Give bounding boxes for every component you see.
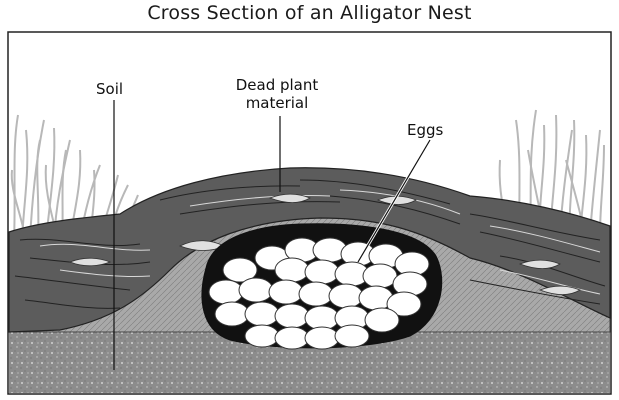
egg bbox=[304, 305, 340, 331]
egg bbox=[244, 301, 280, 327]
egg bbox=[304, 326, 340, 350]
egg bbox=[268, 279, 304, 305]
leaf-shapes bbox=[68, 193, 581, 295]
egg bbox=[386, 291, 422, 317]
label-soil: Soil bbox=[96, 80, 124, 98]
egg bbox=[304, 259, 340, 285]
egg bbox=[274, 303, 310, 329]
egg bbox=[298, 281, 334, 307]
label-dead-plant-line2: material bbox=[245, 94, 309, 112]
egg bbox=[328, 283, 364, 309]
egg bbox=[364, 307, 400, 333]
egg bbox=[222, 257, 258, 283]
label-eggs: Eggs bbox=[407, 121, 444, 139]
label-dead-plant-material: Dead plant material bbox=[222, 76, 332, 112]
plant-texture bbox=[14, 179, 606, 309]
egg bbox=[214, 301, 250, 327]
egg-cluster bbox=[208, 237, 430, 350]
diagram-title: Cross Section of an Alligator Nest bbox=[147, 2, 472, 24]
egg bbox=[238, 277, 274, 303]
egg bbox=[208, 279, 244, 305]
label-dead-plant-line1: Dead plant bbox=[235, 76, 319, 94]
egg bbox=[362, 263, 398, 289]
eggs-leader-line-inner bbox=[357, 139, 431, 263]
egg bbox=[244, 324, 280, 348]
egg bbox=[334, 324, 370, 348]
egg bbox=[274, 257, 310, 283]
egg bbox=[274, 326, 310, 350]
